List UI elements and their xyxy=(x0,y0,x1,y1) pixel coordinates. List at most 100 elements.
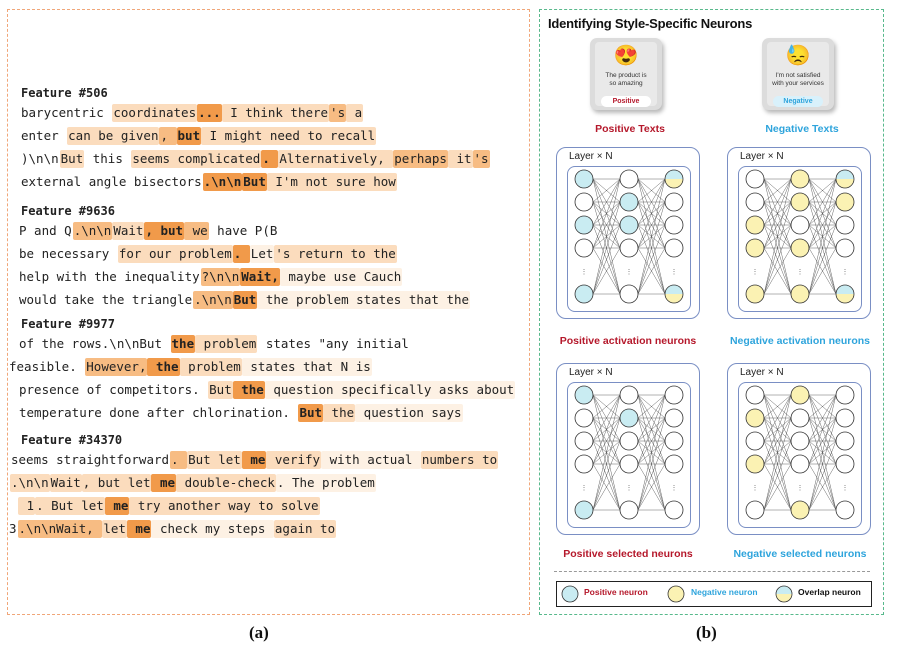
neuron-node xyxy=(574,284,594,304)
token-span: . xyxy=(170,451,188,469)
token-span: external angle bisectors xyxy=(21,174,202,189)
token-span: the xyxy=(323,404,356,422)
negative-activation-network: Layer × N ⋮⋮⋮ xyxy=(727,147,871,319)
token-span: double-check xyxy=(176,474,276,492)
positive-badge: Positive xyxy=(601,96,651,107)
feature-token-line: presence of competitors. But the questio… xyxy=(18,381,516,399)
neuron-node xyxy=(790,385,810,405)
token-span: .\n\n xyxy=(202,173,243,191)
neuron-node xyxy=(835,284,855,304)
token-span: but xyxy=(176,127,202,145)
neuron-node xyxy=(574,408,594,428)
token-span: , but xyxy=(144,222,185,240)
feature-token-line: feasible. However, the problem states th… xyxy=(8,358,372,376)
token-span: numbers to xyxy=(420,451,499,469)
panel-b-title: Identifying Style-Specific Neurons xyxy=(548,16,753,31)
ellipsis-icon: ⋮ xyxy=(581,485,588,492)
token-span: But let xyxy=(187,451,242,469)
positive-card-line1: The product is xyxy=(605,72,647,79)
negative-texts-label: Negative Texts xyxy=(765,123,839,135)
token-span: Alternatively, xyxy=(278,150,394,168)
neuron-node xyxy=(790,431,810,451)
network-edge xyxy=(808,417,837,465)
token-span: . But let xyxy=(35,497,105,515)
network-edge xyxy=(592,178,621,203)
neuron-node xyxy=(574,192,594,212)
negative-card-line1: I'm not satisfied xyxy=(775,72,821,79)
token-span: it xyxy=(447,150,473,168)
token-span: I'm not sure how xyxy=(266,173,397,191)
token-span: have P(B xyxy=(209,223,278,238)
network-edge xyxy=(637,201,666,295)
token-span: However, xyxy=(85,358,148,376)
positive-texts-label: Positive Texts xyxy=(595,123,665,135)
ellipsis-icon: ⋮ xyxy=(752,269,759,276)
feature-token-line: be necessary for our problem. Let's retu… xyxy=(18,245,397,263)
token-span: check my steps xyxy=(151,520,274,538)
network-edge xyxy=(592,394,621,465)
network-edge xyxy=(592,394,621,511)
neuron-node xyxy=(790,192,810,212)
token-span: try another way to solve xyxy=(129,497,320,515)
neuron-node xyxy=(664,215,684,235)
neuron-node xyxy=(835,238,855,258)
ellipsis-icon: ⋮ xyxy=(671,269,678,276)
neuron-node xyxy=(574,431,594,451)
token-span: 1 xyxy=(18,497,36,515)
neuron-node xyxy=(835,454,855,474)
negative-selected-graph: ⋮⋮⋮ xyxy=(745,385,855,520)
neuron-node xyxy=(619,431,639,451)
neuron-node xyxy=(835,169,855,189)
positive-text-card: 😍 The product is so amazing Positive xyxy=(590,38,662,110)
token-span: the problem states that the xyxy=(257,291,471,309)
ellipsis-icon: ⋮ xyxy=(626,269,633,276)
ellipsis-icon: ⋮ xyxy=(842,269,849,276)
neuron-node xyxy=(745,215,765,235)
network-edge xyxy=(808,394,837,465)
neuron-node xyxy=(745,431,765,451)
token-span: let xyxy=(102,520,127,538)
token-span: for our problem xyxy=(117,245,233,263)
network-edge xyxy=(637,178,666,203)
negative-text-card: 😓 I'm not satisfied with your services N… xyxy=(762,38,834,110)
token-span: 's xyxy=(472,150,490,168)
network-edge xyxy=(637,178,666,295)
neuron-node xyxy=(790,500,810,520)
neuron-node xyxy=(619,238,639,258)
legend: Positive neuron Negative neuron Overlap … xyxy=(556,581,872,607)
token-span: question specifically asks about xyxy=(264,381,516,399)
neuron-node xyxy=(790,169,810,189)
token-span: But xyxy=(208,381,233,399)
neuron-node xyxy=(835,192,855,212)
neuron-node xyxy=(619,215,639,235)
neuron-node xyxy=(619,192,639,212)
positive-selected-network: Layer × N ⋮⋮⋮ xyxy=(556,363,700,535)
token-span: ?\n\n xyxy=(200,268,241,286)
neuron-node xyxy=(745,454,765,474)
token-span: me xyxy=(241,451,267,469)
token-span: . The problem xyxy=(275,474,376,492)
token-span: Wait xyxy=(112,222,145,240)
token-span: be necessary xyxy=(19,246,117,261)
token-span: 3 xyxy=(9,521,17,536)
network-edge xyxy=(592,201,621,295)
feature-title: Feature #9636 xyxy=(21,204,115,218)
neuron-node xyxy=(664,500,684,520)
network-edge xyxy=(763,417,792,511)
token-span: coordinates xyxy=(112,104,198,122)
network-edge xyxy=(808,394,837,442)
network-edge xyxy=(808,440,837,511)
network-edge xyxy=(808,201,837,295)
token-span: me xyxy=(151,474,177,492)
neuron-node xyxy=(574,169,594,189)
network-edge xyxy=(592,201,621,249)
network-edge xyxy=(592,247,621,295)
network-edge xyxy=(637,417,666,465)
network-edge xyxy=(763,178,792,295)
network-edge xyxy=(592,440,621,511)
positive-activation-network: Layer × N ⋮⋮⋮ xyxy=(556,147,700,319)
token-span: 's return to the xyxy=(274,245,397,263)
